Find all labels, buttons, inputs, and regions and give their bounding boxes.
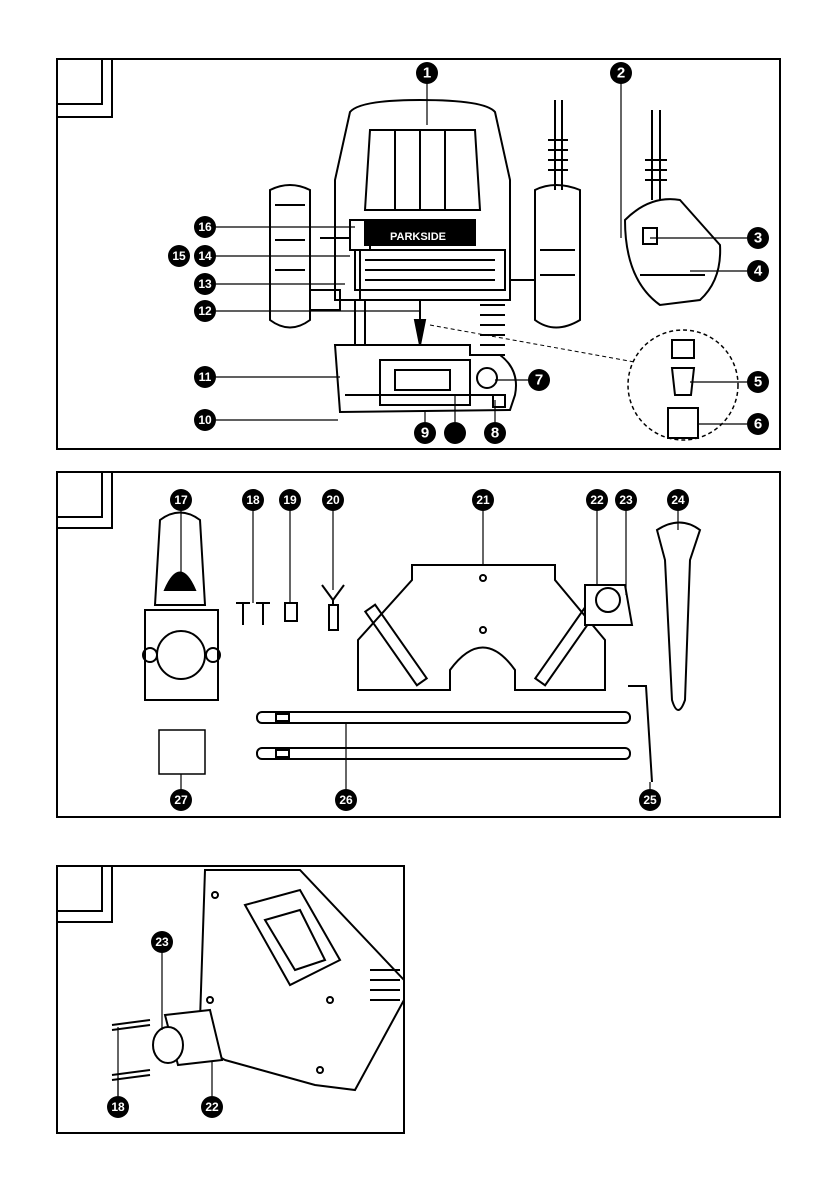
accessories-illustration (143, 513, 700, 783)
callout-14-label: 14 (198, 249, 212, 263)
callout-23: 23 (615, 489, 637, 511)
figure-1-panel: 1 2 3 4 5 6 7 8 9 10 11 12 13 14 15 16 P… (57, 59, 780, 449)
callout-11: 11 (194, 366, 216, 388)
callout-14: 14 (194, 245, 216, 267)
callout-6-label: 6 (754, 416, 762, 433)
callout-1: 1 (416, 62, 438, 84)
callout-5: 5 (747, 371, 769, 393)
callout-26: 26 (335, 789, 357, 811)
callout-24-label: 24 (671, 493, 685, 507)
brand-logo: PARKSIDE (390, 231, 446, 243)
callout-4: 4 (747, 260, 769, 282)
callout-20-label: 20 (326, 493, 340, 507)
callout-22: 22 (586, 489, 608, 511)
figure-3-panel: 23 18 22 (57, 866, 404, 1133)
handle-detail-illustration (625, 110, 720, 305)
callout-23-fig3: 23 (151, 931, 173, 953)
callout-27-label: 27 (174, 793, 188, 807)
callout-17-label: 17 (174, 493, 188, 507)
callout-13-label: 13 (198, 277, 212, 291)
callout-15-label: 15 (172, 249, 186, 263)
callout-19-label: 19 (283, 493, 297, 507)
callout-4-label: 4 (754, 263, 763, 280)
callout-13: 13 (194, 273, 216, 295)
callout-unlabeled-dot (444, 422, 466, 444)
callout-18-fig3-label: 18 (111, 1100, 125, 1114)
callout-1-label: 1 (423, 65, 431, 82)
callout-23-label: 23 (619, 493, 633, 507)
callout-12-label: 12 (198, 304, 212, 318)
callout-5-label: 5 (754, 374, 762, 391)
callout-2-label: 2 (617, 65, 625, 82)
callout-7-label: 7 (535, 372, 543, 389)
figure-2-panel: 17 18 19 20 21 22 23 24 25 26 27 (57, 472, 780, 817)
callout-26-label: 26 (339, 793, 353, 807)
callout-9-label: 9 (421, 425, 429, 442)
callout-25-label: 25 (643, 793, 657, 807)
callout-6: 6 (747, 413, 769, 435)
callout-18: 18 (242, 489, 264, 511)
callout-24: 24 (667, 489, 689, 511)
callout-11-label: 11 (199, 370, 212, 384)
callout-18-label: 18 (246, 493, 260, 507)
callout-12: 12 (194, 300, 216, 322)
callout-27: 27 (170, 789, 192, 811)
callout-22-fig3-label: 22 (205, 1100, 219, 1114)
callout-19: 19 (279, 489, 301, 511)
callout-15: 15 (168, 245, 190, 267)
callout-16: 16 (194, 216, 216, 238)
callout-3-label: 3 (754, 230, 762, 247)
base-assembly-illustration (112, 870, 404, 1090)
callout-20: 20 (322, 489, 344, 511)
callout-9: 9 (414, 422, 436, 444)
callout-3: 3 (747, 227, 769, 249)
callout-8: 8 (484, 422, 506, 444)
callout-25: 25 (639, 789, 661, 811)
callout-2: 2 (610, 62, 632, 84)
callout-22-label: 22 (590, 493, 604, 507)
callout-23-fig3-label: 23 (155, 935, 169, 949)
callout-10-label: 10 (198, 413, 212, 427)
callout-8-label: 8 (491, 425, 499, 442)
figure-1-tab (57, 59, 102, 104)
callout-7: 7 (528, 369, 550, 391)
callout-21-label: 21 (476, 493, 490, 507)
callout-22-fig3: 22 (201, 1096, 223, 1118)
figure-2-tab (57, 472, 102, 517)
callout-17: 17 (170, 489, 192, 511)
callout-16-label: 16 (198, 220, 212, 234)
figure-3-tab (57, 866, 102, 911)
callout-10: 10 (194, 409, 216, 431)
callout-21: 21 (472, 489, 494, 511)
callout-18-fig3: 18 (107, 1096, 129, 1118)
